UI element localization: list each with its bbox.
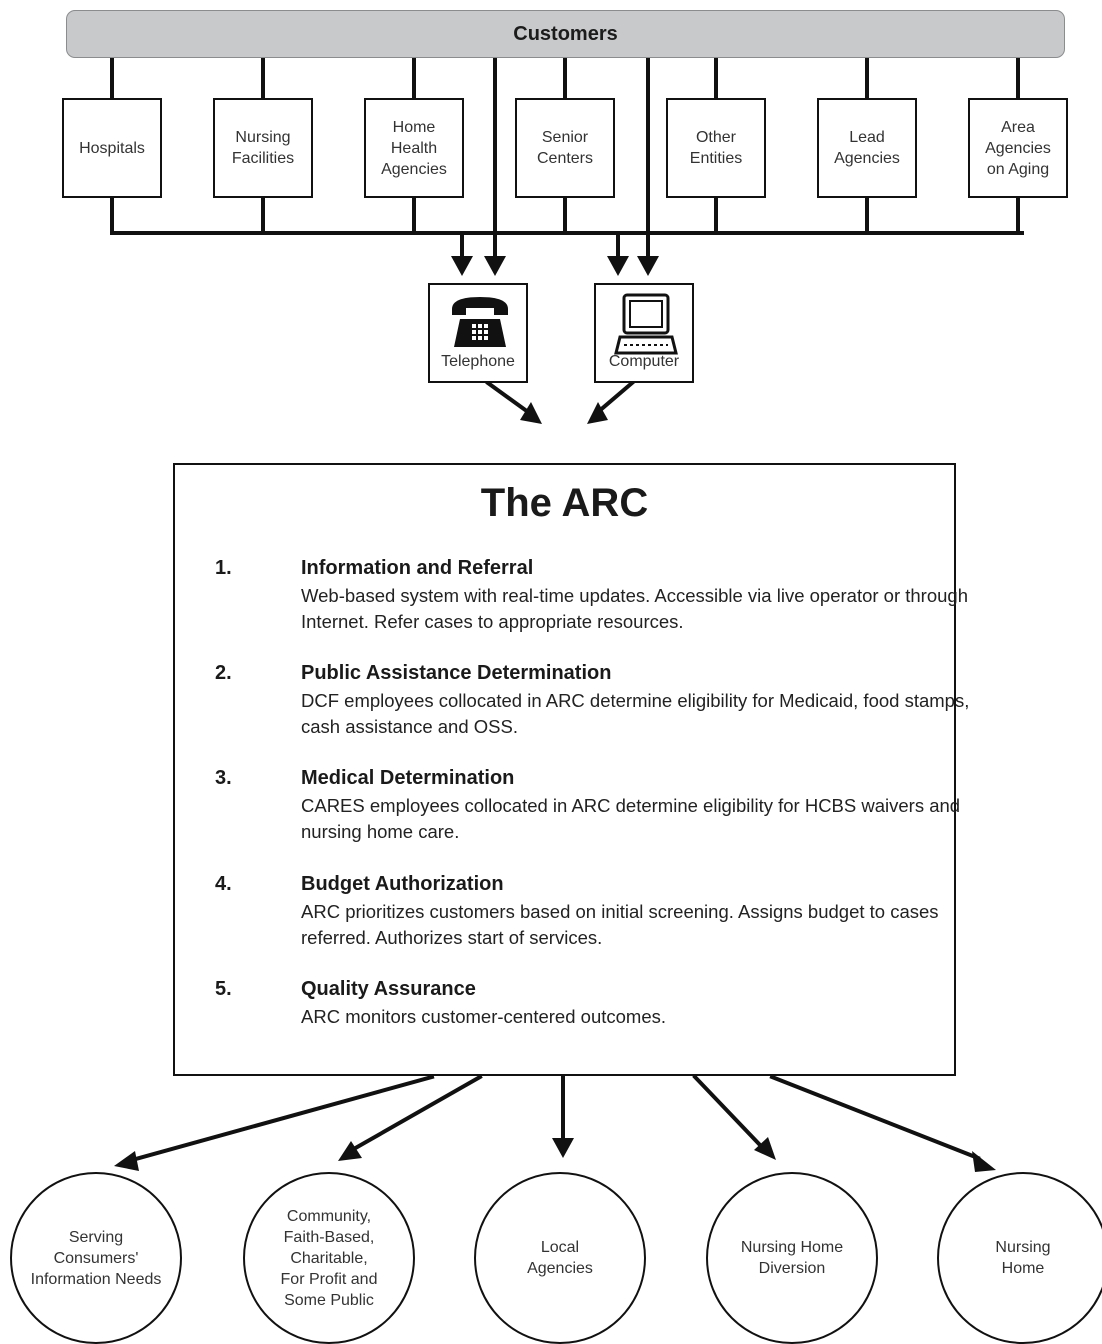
item-heading: Budget Authorization [301,873,504,895]
arc-panel: The ARC 1. Information and Referral Web-… [173,463,969,1076]
connector-line [129,1074,435,1163]
arrowhead [338,1141,362,1161]
outcome-label: Nursing Home [995,1239,1051,1277]
telephone-channel: Telephone [428,283,528,383]
item-heading: Medical Determination [301,767,515,789]
outcome-nursing-home: Nursing Home [937,1172,1102,1344]
connector-line [349,1074,483,1153]
item-number: 5. [215,978,232,1000]
entity-label: Nursing Facilities [231,129,295,167]
arrowhead [552,1138,574,1158]
item-heading: Quality Assurance [301,978,476,1000]
outcome-label: Serving Consumers' Information Needs [30,1228,162,1288]
entity-hospitals: Hospitals [62,98,162,198]
entity-label: Home Health Agencies [381,118,447,178]
arrowhead [520,402,542,424]
connector-line [485,380,531,415]
entity-lead-agencies: Lead Agencies [817,98,917,198]
item-description: CARES employees collocated in ARC determ… [301,795,961,842]
item-heading: Information and Referral [301,557,534,579]
item-description: DCF employees collocated in ARC determin… [301,690,970,737]
arc-title: The ARC [480,481,649,525]
outcome-label: Community, Faith-Based, Charitable, For … [280,1207,378,1309]
outcome-nursing-home-diversion: Nursing Home Diversion [706,1172,878,1344]
arrowhead [637,256,659,276]
arrowhead [484,256,506,276]
customers-label: Customers [513,22,618,45]
outcome-serving-consumers: Serving Consumers' Information Needs [10,1172,182,1344]
computer-icon [614,293,678,355]
entity-area-agencies-on-aging: Area Agencies on Aging [968,98,1068,198]
telephone-icon [452,297,508,347]
entity-label: Other Entities [689,129,743,167]
customers-bar: Customers [66,10,1065,58]
item-number: 4. [215,873,232,895]
arrowhead [607,256,629,276]
entity-label: Hospitals [79,139,145,157]
outcome-community-providers: Community, Faith-Based, Charitable, For … [243,1172,415,1344]
computer-label: Computer [608,353,680,370]
connector-line [692,1074,763,1148]
entity-home-health-agencies: Home Health Agencies [364,98,464,198]
outcome-local-agencies: Local Agencies [474,1172,646,1344]
item-description: Web-based system with real-time updates.… [301,585,969,632]
item-number: 3. [215,767,232,789]
item-description: ARC prioritizes customers based on initi… [301,901,939,948]
outcome-label: Nursing Home Diversion [740,1239,844,1277]
item-number: 2. [215,662,232,684]
item-heading: Public Assistance Determination [301,662,612,684]
connector-line [769,1074,981,1161]
outcome-label: Local Agencies [527,1239,593,1277]
entity-nursing-facilities: Nursing Facilities [213,98,313,198]
connector-line [595,380,635,415]
item-description: ARC monitors customer-centered outcomes. [301,1006,666,1027]
arrowhead [972,1151,996,1172]
entity-other-entities: Other Entities [666,98,766,198]
telephone-label: Telephone [441,353,515,370]
entity-label: Area Agencies on Aging [985,118,1051,178]
arrowhead [451,256,473,276]
computer-channel: Computer [594,283,694,383]
arrowhead [114,1151,139,1171]
entity-label: Lead Agencies [834,129,900,167]
arrowhead [754,1137,776,1160]
arrowhead [587,402,608,424]
entity-label: Senior Centers [536,129,594,167]
item-number: 1. [215,557,232,579]
entity-senior-centers: Senior Centers [515,98,615,198]
